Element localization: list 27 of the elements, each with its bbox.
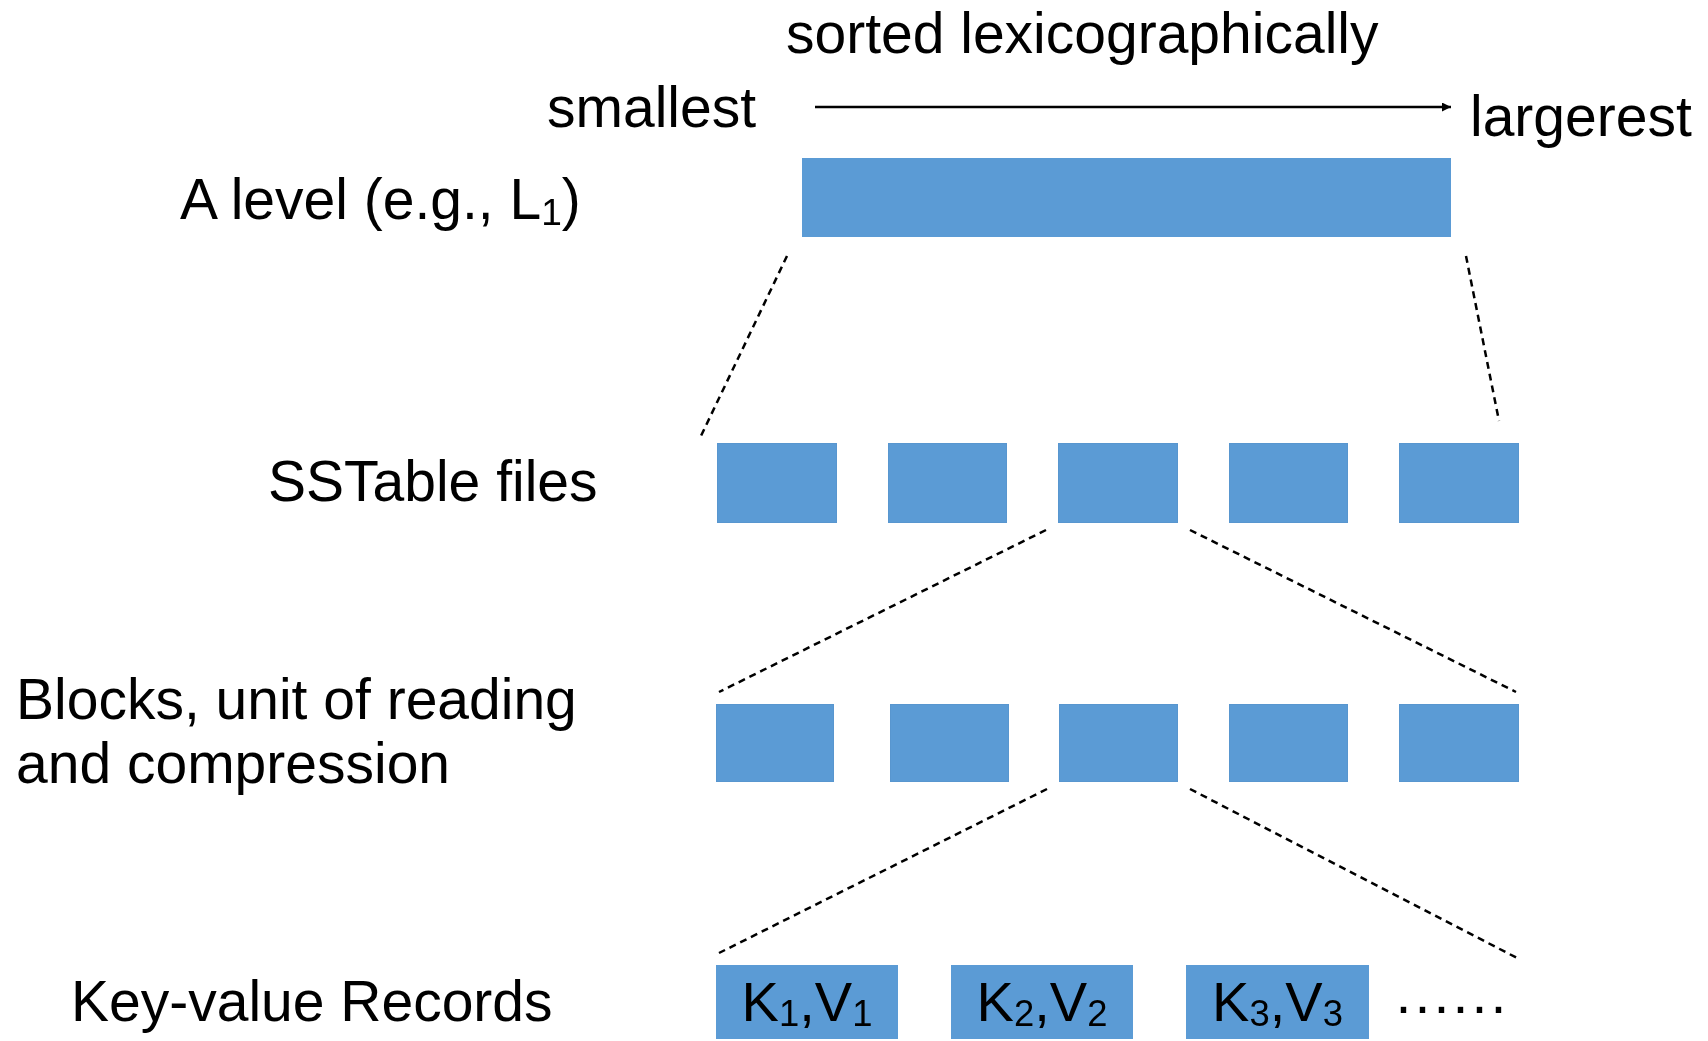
block-rectangle xyxy=(1058,443,1178,523)
dashed-line xyxy=(1189,528,1517,694)
block-rectangle xyxy=(1059,704,1178,782)
block-rectangle xyxy=(1229,443,1348,523)
record-box: K$_{1}$,V$_{1}$ xyxy=(716,965,898,1039)
text-label: SSTable files xyxy=(268,450,599,514)
dashed-line xyxy=(718,787,1048,955)
dashed-line xyxy=(1189,787,1520,961)
block-rectangle xyxy=(888,443,1007,523)
dashed-line xyxy=(718,528,1047,694)
text-label: largerest xyxy=(1470,83,1693,150)
text-label: A level (e.g., L$_{1}$) xyxy=(180,168,582,234)
level-bar xyxy=(802,158,1451,237)
dashed-line xyxy=(698,255,789,439)
record-box: K$_{3}$,V$_{3}$ xyxy=(1186,965,1369,1039)
text-label: sorted lexicographically xyxy=(786,2,1380,66)
block-rectangle xyxy=(1229,704,1348,782)
block-rectangle xyxy=(890,704,1009,782)
text-label: Blocks, unit of reading and compression xyxy=(16,668,578,796)
text-label: smallest xyxy=(547,76,758,140)
block-rectangle xyxy=(716,704,834,782)
block-rectangle xyxy=(717,443,837,523)
text-label: Key-value Records xyxy=(71,970,554,1034)
record-box: K$_{2}$,V$_{2}$ xyxy=(951,965,1133,1039)
block-rectangle xyxy=(1399,443,1519,523)
block-rectangle xyxy=(1399,704,1519,782)
ellipsis: ······ xyxy=(1394,975,1509,1039)
